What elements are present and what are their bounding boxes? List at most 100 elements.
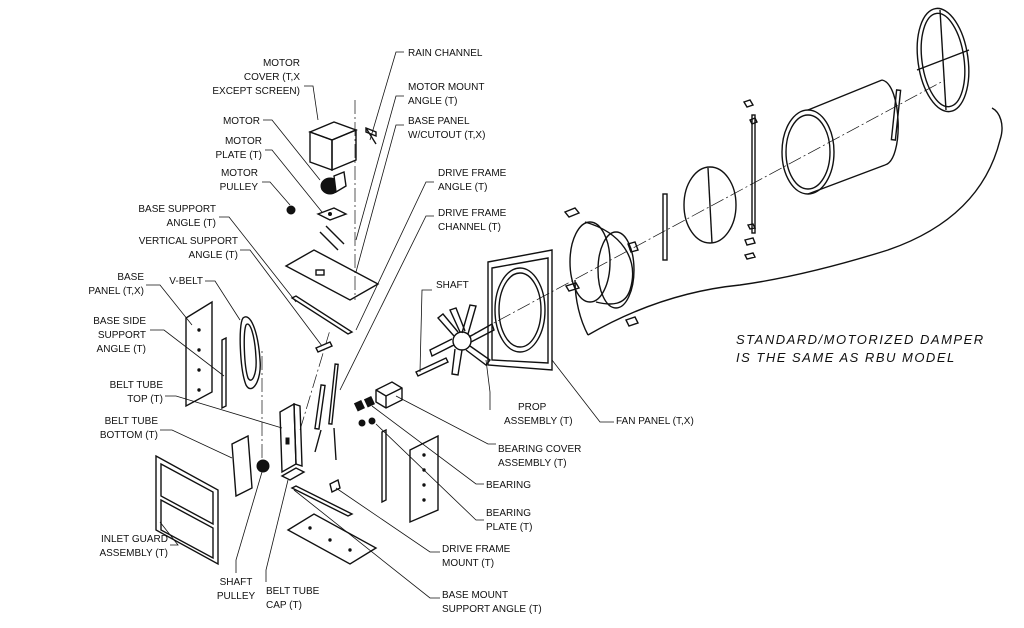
svg-text:PLATE (T): PLATE (T)	[216, 150, 262, 161]
label-base-support-angle: BASE SUPPORT ANGLE (T)	[138, 204, 216, 229]
svg-text:IS THE SAME AS RBU MODEL: IS THE SAME AS RBU MODEL	[736, 350, 956, 365]
svg-text:ASSEMBLY (T): ASSEMBLY (T)	[99, 548, 168, 559]
svg-text:PULLEY: PULLEY	[220, 182, 259, 193]
svg-text:BASE MOUNT: BASE MOUNT	[442, 590, 508, 601]
venturi-ring	[569, 221, 635, 309]
label-base-panel-cutout: BASE PANEL W/CUTOUT (T,X)	[408, 116, 485, 141]
svg-text:V-BELT: V-BELT	[169, 276, 203, 287]
motor	[320, 171, 347, 195]
svg-text:INLET GUARD: INLET GUARD	[101, 534, 168, 545]
svg-text:ASSEMBLY (T): ASSEMBLY (T)	[498, 458, 567, 469]
shaft	[415, 357, 449, 377]
damper-brackets	[563, 89, 902, 327]
motor-cover	[308, 121, 358, 172]
inlet-guard-assembly	[155, 454, 219, 566]
label-bearing-plate: BEARING PLATE (T)	[486, 508, 532, 533]
svg-text:BASE PANEL: BASE PANEL	[408, 116, 470, 127]
base-panel-cutout	[284, 249, 380, 301]
svg-text:BELT TUBE: BELT TUBE	[105, 416, 159, 427]
label-inlet-guard-assembly: INLET GUARD ASSEMBLY (T)	[99, 534, 168, 559]
label-base-side-support-angle: BASE SIDE SUPPORT ANGLE (T)	[93, 316, 146, 355]
svg-text:ANGLE (T): ANGLE (T)	[408, 96, 457, 107]
svg-text:ANGLE (T): ANGLE (T)	[167, 218, 216, 229]
label-rain-channel: RAIN CHANNEL	[408, 48, 483, 59]
svg-text:PANEL (T,X): PANEL (T,X)	[88, 286, 144, 297]
label-bearing-cover-assembly: BEARING COVER ASSEMBLY (T)	[498, 444, 581, 469]
label-motor-plate: MOTOR PLATE (T)	[216, 136, 262, 161]
svg-text:SUPPORT: SUPPORT	[98, 330, 146, 341]
label-bearing: BEARING	[486, 480, 531, 491]
base-panel-side	[185, 300, 227, 410]
belt-tube-top	[279, 402, 303, 474]
motor-plate	[316, 207, 348, 221]
label-motor: MOTOR	[223, 116, 260, 127]
label-shaft-pulley: SHAFT PULLEY	[217, 577, 256, 602]
damper-callout-tail	[574, 279, 589, 336]
label-base-mount-support-angle: BASE MOUNT SUPPORT ANGLE (T)	[442, 590, 542, 615]
svg-text:MOTOR: MOTOR	[225, 136, 262, 147]
svg-text:RAIN CHANNEL: RAIN CHANNEL	[408, 48, 483, 59]
svg-text:MOTOR: MOTOR	[221, 168, 258, 179]
damper-blade-small	[683, 166, 737, 244]
svg-text:ANGLE (T): ANGLE (T)	[189, 250, 238, 261]
svg-text:BASE SUPPORT: BASE SUPPORT	[138, 204, 216, 215]
bearings	[353, 396, 376, 427]
svg-text:CAP (T): CAP (T)	[266, 600, 302, 611]
label-belt-tube-cap: BELT TUBE CAP (T)	[266, 586, 320, 611]
svg-text:BASE SIDE: BASE SIDE	[93, 316, 146, 327]
svg-text:MOTOR: MOTOR	[263, 58, 300, 69]
label-vertical-support-angle: VERTICAL SUPPORT ANGLE (T)	[139, 236, 238, 261]
svg-text:TOP (T): TOP (T)	[127, 394, 163, 405]
bottom-base-panel	[286, 513, 378, 565]
svg-text:DRIVE FRAME: DRIVE FRAME	[442, 544, 511, 555]
svg-text:MOTOR: MOTOR	[223, 116, 260, 127]
svg-text:ANGLE (T): ANGLE (T)	[438, 182, 487, 193]
svg-text:SUPPORT ANGLE (T): SUPPORT ANGLE (T)	[442, 604, 542, 615]
vertical-support-angle	[315, 341, 333, 353]
damper-callout-cloud	[587, 107, 1003, 336]
belt-tube-bottom	[231, 434, 253, 498]
motor-pulley	[286, 205, 296, 215]
svg-text:VERTICAL SUPPORT: VERTICAL SUPPORT	[139, 236, 238, 247]
svg-text:MOTOR MOUNT: MOTOR MOUNT	[408, 82, 484, 93]
svg-text:STANDARD/MOTORIZED DAMPER: STANDARD/MOTORIZED DAMPER	[736, 332, 985, 347]
svg-text:EXCEPT SCREEN): EXCEPT SCREEN)	[212, 86, 300, 97]
svg-text:SHAFT: SHAFT	[436, 280, 469, 291]
label-fan-panel: FAN PANEL (T,X)	[616, 416, 694, 427]
svg-text:CHANNEL (T): CHANNEL (T)	[438, 222, 501, 233]
drive-frame-mount	[329, 478, 341, 494]
label-v-belt: V-BELT	[169, 276, 203, 287]
damper-sleeve	[781, 79, 899, 195]
svg-text:DRIVE FRAME: DRIVE FRAME	[438, 168, 507, 179]
svg-text:PLATE (T): PLATE (T)	[486, 522, 532, 533]
svg-text:PROP: PROP	[518, 402, 547, 413]
fan-panel	[487, 249, 553, 371]
label-motor-cover: MOTOR COVER (T,X EXCEPT SCREEN)	[212, 58, 300, 97]
svg-text:W/CUTOUT (T,X): W/CUTOUT (T,X)	[408, 130, 485, 141]
label-shaft: SHAFT	[436, 280, 469, 291]
svg-text:BEARING COVER: BEARING COVER	[498, 444, 581, 455]
base-support-angle	[290, 295, 354, 335]
svg-text:BELT TUBE: BELT TUBE	[110, 380, 164, 391]
drive-frame-channels	[314, 363, 339, 461]
leader-lines	[146, 51, 614, 599]
label-base-panel: BASE PANEL (T,X)	[88, 272, 144, 297]
svg-text:BEARING: BEARING	[486, 480, 531, 491]
label-prop-assembly: PROP ASSEMBLY (T)	[504, 402, 573, 427]
svg-text:BASE: BASE	[117, 272, 144, 283]
belt-tube-cap	[280, 467, 306, 481]
v-belt	[239, 316, 261, 390]
svg-text:MOUNT (T): MOUNT (T)	[442, 558, 494, 569]
base-mount-support-angle	[290, 485, 354, 517]
label-drive-frame-angle: DRIVE FRAME ANGLE (T)	[438, 168, 507, 193]
label-belt-tube-bottom: BELT TUBE BOTTOM (T)	[100, 416, 158, 441]
svg-text:BOTTOM (T): BOTTOM (T)	[100, 430, 158, 441]
bearing-plate	[381, 428, 439, 524]
svg-text:BEARING: BEARING	[486, 508, 531, 519]
bearing-cover	[375, 381, 403, 409]
svg-text:SHAFT: SHAFT	[220, 577, 253, 588]
svg-text:DRIVE FRAME: DRIVE FRAME	[438, 208, 507, 219]
shaft-pulley	[256, 459, 270, 473]
label-belt-tube-top: BELT TUBE TOP (T)	[110, 380, 164, 405]
